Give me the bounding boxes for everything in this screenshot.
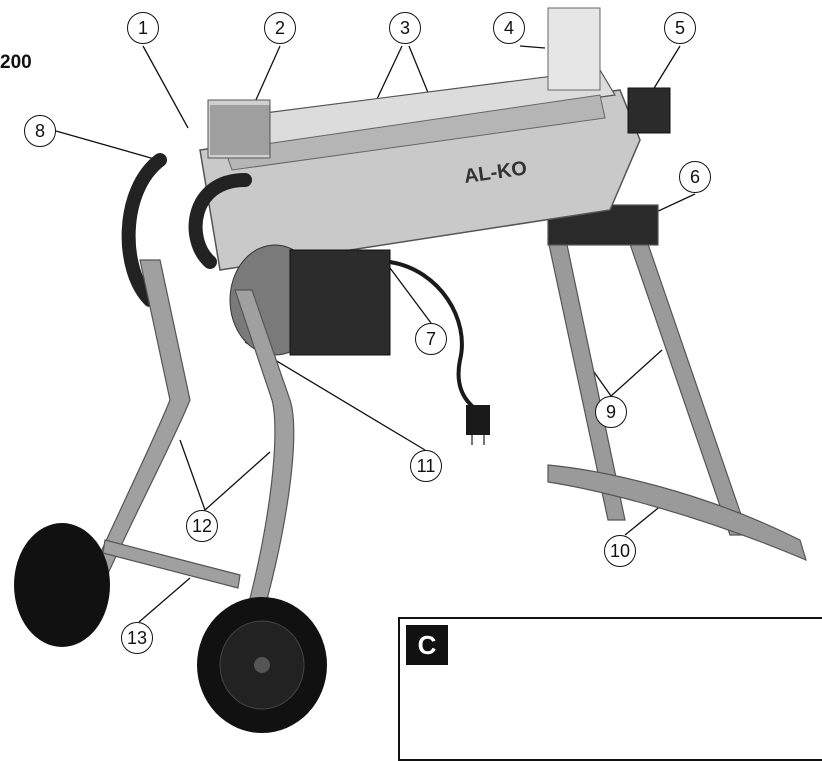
plug [466, 405, 490, 435]
callout-6: 6 [679, 161, 711, 193]
callout-4: 4 [493, 12, 525, 44]
tools-panel: C [398, 617, 822, 761]
callout-1: 1 [127, 12, 159, 44]
rear-stand [547, 204, 807, 562]
model-number: 200 [0, 52, 32, 73]
callout-9: 9 [595, 396, 627, 428]
callout-11: 11 [410, 450, 442, 482]
callout-7: 7 [415, 323, 447, 355]
callout-8: 8 [24, 115, 56, 147]
motor [229, 244, 391, 356]
wheels [14, 523, 327, 733]
panel-label: C [406, 625, 448, 665]
handles [121, 153, 252, 307]
callout-5: 5 [664, 12, 696, 44]
beam [199, 7, 671, 271]
callout-13: 13 [121, 622, 153, 654]
callout-3: 3 [389, 12, 421, 44]
callout-10: 10 [604, 535, 636, 567]
callout-12: 12 [186, 510, 218, 542]
callout-2: 2 [264, 12, 296, 44]
